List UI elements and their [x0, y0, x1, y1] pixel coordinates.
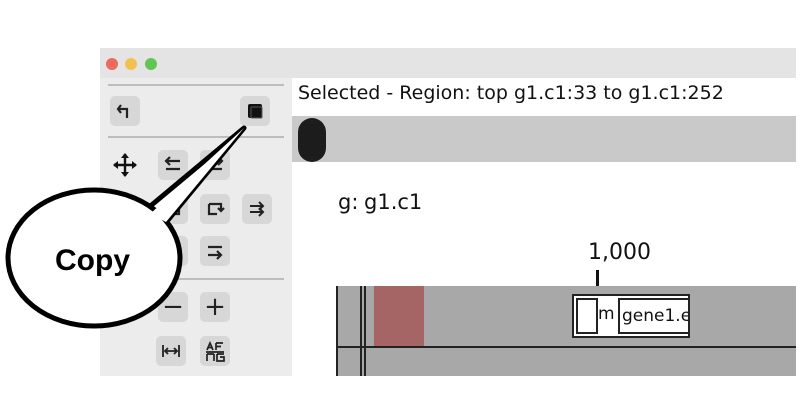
toolbox-divider [108, 84, 284, 86]
track-border [336, 286, 338, 376]
undo-button[interactable] [110, 96, 140, 126]
shift-right-button[interactable] [200, 150, 230, 180]
zoom-in-label: + [204, 292, 226, 322]
scroll-thumb[interactable] [298, 118, 326, 162]
feature-subfeature[interactable] [576, 298, 598, 334]
selected-region[interactable] [374, 286, 424, 346]
flip-right-button[interactable] [200, 194, 230, 224]
selection-status: Selected - Region: top g1.c1:33 to g1.c1… [298, 82, 724, 104]
flip-right-icon [207, 202, 225, 216]
track-border [364, 286, 366, 376]
title-bar [100, 48, 796, 78]
align-left-button[interactable] [158, 236, 188, 266]
app-window: − + Selected - Region: top g1.c1:33 to g… [100, 48, 796, 376]
fit-range-button[interactable] [156, 336, 186, 366]
close-window-button[interactable] [106, 58, 118, 70]
sequence-button[interactable] [200, 336, 230, 366]
sequence-icon [206, 340, 225, 362]
fit-width-button[interactable] [242, 194, 272, 224]
toolbox-panel: − + [100, 78, 292, 376]
copy-button[interactable] [240, 96, 270, 126]
chromosome-label: g1.c1 [364, 190, 423, 214]
overview-scrollbar[interactable] [292, 116, 796, 162]
zoom-window-button[interactable] [145, 58, 157, 70]
gene-feature[interactable]: m gene1.e [572, 294, 690, 338]
fit-range-icon [162, 345, 180, 357]
toolbox-divider [108, 136, 284, 138]
track-divider [336, 346, 796, 348]
align-right-icon [208, 245, 223, 260]
feature-label: m [598, 304, 615, 324]
copy-icon [248, 104, 263, 119]
fit-width-icon [250, 201, 265, 217]
gene-subfeature[interactable]: gene1.e [618, 298, 690, 334]
arrow-left-icon [164, 156, 180, 171]
zoom-out-label: − [162, 292, 184, 322]
ruler-tick-label: 1,000 [588, 240, 651, 265]
align-icon [167, 245, 179, 257]
flip-icon [167, 202, 181, 216]
callout-label: Copy [55, 244, 130, 277]
arrow-right-icon [208, 156, 224, 171]
ruler-tick [596, 270, 599, 288]
track-border [360, 286, 362, 376]
move-tool-button[interactable] [110, 150, 140, 180]
zoom-out-button[interactable]: − [158, 292, 188, 322]
zoom-in-button[interactable]: + [200, 292, 230, 322]
flip-left-button[interactable] [158, 194, 188, 224]
shift-left-button[interactable] [158, 150, 188, 180]
genome-view[interactable]: Selected - Region: top g1.c1:33 to g1.c1… [292, 78, 796, 376]
annotation-track[interactable]: m gene1.e [336, 286, 796, 376]
undo-arrow-icon [116, 104, 129, 118]
minimize-window-button[interactable] [125, 58, 137, 70]
gene-label: gene1.e [622, 306, 688, 326]
chromosome-label-ghost: g: [338, 190, 359, 214]
align-right-button[interactable] [200, 236, 230, 266]
toolbox-divider [108, 278, 284, 280]
move-cross-icon [113, 153, 137, 177]
